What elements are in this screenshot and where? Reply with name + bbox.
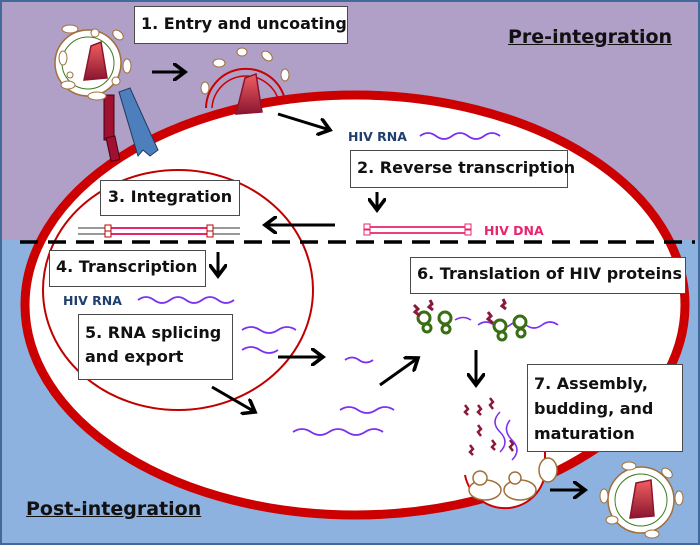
hiv-rna-cytoplasm <box>419 132 501 140</box>
nucleus-membrane <box>42 169 314 411</box>
spliced-rna-2 <box>241 346 279 354</box>
cd4-receptor <box>103 94 121 162</box>
cytoplasm-rna-2 <box>339 406 395 414</box>
arrow-translation <box>379 358 418 387</box>
step-7-line-3: maturation <box>534 424 635 443</box>
spliced-rna-1 <box>241 326 297 334</box>
arrow-uncoating <box>277 112 330 130</box>
hiv-rna-nucleus <box>137 296 235 304</box>
hiv-rna-label-nucleus: HIV RNA <box>63 293 122 308</box>
step-4-label: 4. Transcription <box>49 250 206 287</box>
mature-virion <box>599 461 684 539</box>
arrow-export-2 <box>211 385 255 412</box>
step-5-line-2: and export <box>85 347 184 366</box>
virion-fusing <box>200 47 290 115</box>
hiv-rna-label-cytoplasm: HIV RNA <box>348 129 407 144</box>
hiv-dna <box>363 223 472 236</box>
coreceptor <box>118 87 159 158</box>
step-7-line-1: 7. Assembly, <box>534 374 648 393</box>
virion-entering <box>54 24 132 101</box>
step-3-label: 3. Integration <box>100 180 240 216</box>
step-7-label: 7. Assembly, budding, and maturation <box>527 364 683 452</box>
step-1-label: 1. Entry and uncoating <box>134 6 348 44</box>
pre-integration-label: Pre-integration <box>508 26 673 48</box>
cytoplasm-rna-1 <box>344 356 374 364</box>
step-7-line-2: budding, and <box>534 399 654 418</box>
step-5-label: 5. RNA splicing and export <box>78 314 233 380</box>
budding-virion <box>463 397 558 510</box>
hiv-dna-label: HIV DNA <box>484 223 544 238</box>
step-2-label: 2. Reverse transcription <box>350 150 575 188</box>
cytoplasm-rna-3 <box>292 428 384 436</box>
step-6-label: 6. Translation of HIV proteins <box>410 257 686 294</box>
step-5-line-1: 5. RNA splicing <box>85 323 222 342</box>
post-integration-label: Post-integration <box>26 498 202 520</box>
integrated-provirus <box>78 224 240 238</box>
ribosome-polysome <box>412 298 559 342</box>
